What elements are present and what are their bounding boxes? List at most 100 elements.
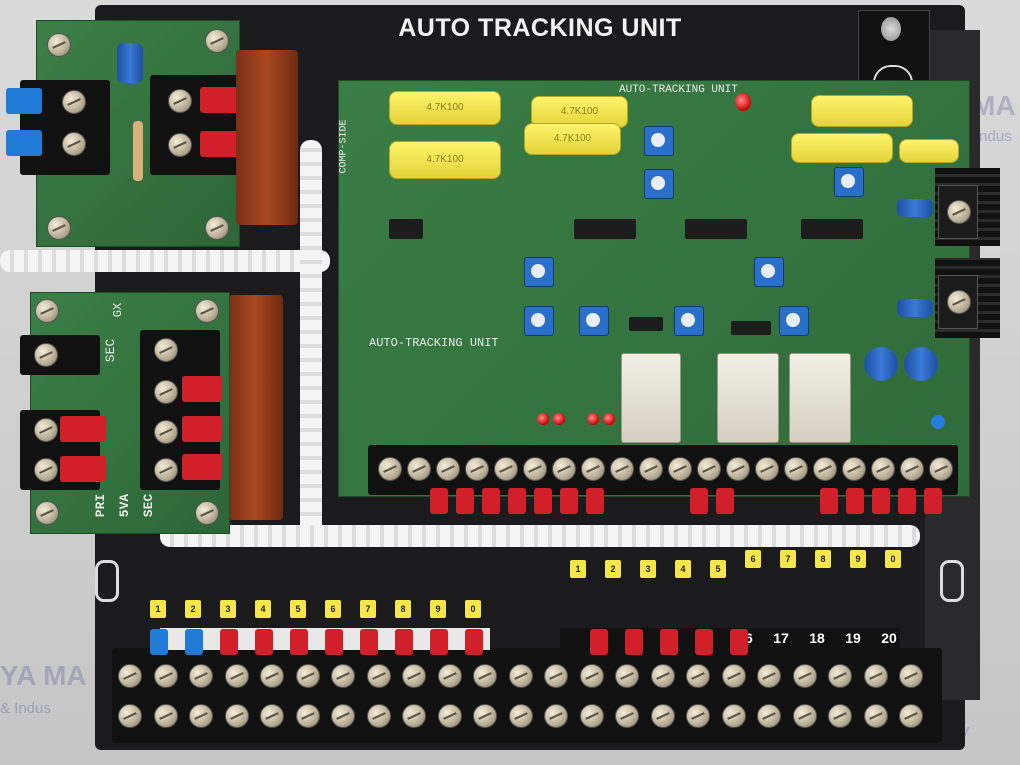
terminal-screw[interactable]	[34, 458, 58, 482]
terminal-screw[interactable]	[436, 457, 460, 481]
terminal-screw[interactable]	[639, 457, 663, 481]
terminal-screw[interactable]	[118, 704, 142, 728]
terminal-screw[interactable]	[34, 343, 58, 367]
terminal-screw[interactable]	[650, 704, 675, 728]
trim-potentiometer[interactable]	[834, 167, 864, 197]
terminal-screw[interactable]	[402, 704, 426, 728]
terminal-screw[interactable]	[189, 664, 213, 688]
trim-potentiometer[interactable]	[644, 126, 674, 156]
terminal-screw[interactable]	[579, 704, 604, 728]
terminal-screw[interactable]	[899, 664, 923, 688]
terminal-screw[interactable]	[686, 704, 710, 728]
film-capacitor: 4.7K100	[524, 123, 621, 155]
terminal-screw[interactable]	[792, 704, 817, 728]
trim-potentiometer[interactable]	[674, 306, 704, 336]
wire-marker-tag: 1	[570, 560, 586, 578]
terminal-screw[interactable]	[615, 704, 639, 728]
terminal-screw[interactable]	[34, 418, 58, 442]
terminal-screw[interactable]	[168, 89, 192, 113]
terminal-screw[interactable]	[366, 664, 391, 688]
terminal-screw[interactable]	[473, 704, 497, 728]
terminal-screw[interactable]	[260, 664, 284, 688]
terminal-screw[interactable]	[378, 457, 402, 481]
terminal-screw[interactable]	[650, 664, 675, 688]
terminal-screw[interactable]	[863, 664, 888, 688]
terminal-screw[interactable]	[544, 664, 568, 688]
terminal-screw[interactable]	[842, 457, 866, 481]
film-capacitor: 4.7K100	[531, 96, 628, 128]
wire-marker-tag: 5	[290, 600, 306, 618]
terminal-screw[interactable]	[755, 457, 779, 481]
trim-potentiometer[interactable]	[524, 257, 554, 287]
terminal-screw[interactable]	[721, 704, 746, 728]
terminal-screw[interactable]	[153, 704, 178, 728]
wire-harness	[160, 525, 920, 547]
terminal-screw[interactable]	[552, 457, 576, 481]
terminal-screw[interactable]	[168, 133, 192, 157]
terminal-screw[interactable]	[331, 704, 355, 728]
terminal-screw[interactable]	[757, 664, 781, 688]
terminal-screw[interactable]	[697, 457, 721, 481]
electrolytic-capacitor	[897, 299, 933, 317]
terminal-screw[interactable]	[331, 664, 355, 688]
film-capacitor: 4.7K100	[389, 141, 501, 179]
terminal-screw[interactable]	[581, 457, 605, 481]
terminal-screw[interactable]	[792, 664, 817, 688]
trim-potentiometer[interactable]	[524, 306, 554, 336]
terminal-screw[interactable]	[929, 457, 953, 481]
electrolytic-capacitor	[897, 199, 933, 217]
terminal-screw[interactable]	[871, 457, 895, 481]
terminal-screw[interactable]	[62, 90, 86, 114]
terminal-screw[interactable]	[62, 132, 86, 156]
terminal-screw[interactable]	[473, 664, 497, 688]
terminal-screw[interactable]	[508, 664, 533, 688]
trim-potentiometer[interactable]	[644, 169, 674, 199]
terminal-screw[interactable]	[494, 457, 518, 481]
terminal-screw[interactable]	[784, 457, 808, 481]
terminal-screw[interactable]	[402, 664, 426, 688]
terminal-screw[interactable]	[118, 664, 142, 688]
terminal-screw[interactable]	[523, 457, 547, 481]
watermark-left-small: & Indus	[0, 700, 51, 717]
terminal-screw[interactable]	[610, 457, 634, 481]
terminal-screw[interactable]	[757, 704, 781, 728]
trim-potentiometer[interactable]	[579, 306, 609, 336]
terminal-screw[interactable]	[900, 457, 924, 481]
red-wire-lug	[846, 488, 864, 514]
toggle-switch-knob[interactable]	[881, 17, 901, 41]
terminal-screw[interactable]	[154, 380, 178, 404]
terminal-screw[interactable]	[686, 664, 710, 688]
terminal-screw[interactable]	[407, 457, 431, 481]
terminal-screw[interactable]	[668, 457, 692, 481]
terminal-screw[interactable]	[726, 457, 750, 481]
terminal-screw[interactable]	[260, 704, 284, 728]
terminal-screw[interactable]	[544, 704, 568, 728]
red-wire-lug	[465, 629, 483, 655]
terminal-screw[interactable]	[366, 704, 391, 728]
terminal-screw[interactable]	[863, 704, 888, 728]
trim-potentiometer[interactable]	[754, 257, 784, 287]
terminal-screw[interactable]	[615, 664, 639, 688]
terminal-screw[interactable]	[828, 704, 852, 728]
wire-marker-tag: 2	[185, 600, 201, 618]
terminal-screw[interactable]	[437, 664, 462, 688]
trim-potentiometer[interactable]	[779, 306, 809, 336]
terminal-screw[interactable]	[224, 704, 249, 728]
terminal-screw[interactable]	[224, 664, 249, 688]
terminal-screw[interactable]	[465, 457, 489, 481]
terminal-screw[interactable]	[295, 664, 320, 688]
terminal-screw[interactable]	[813, 457, 837, 481]
terminal-screw[interactable]	[437, 704, 462, 728]
terminal-screw[interactable]	[154, 420, 178, 444]
terminal-screw[interactable]	[154, 458, 178, 482]
terminal-screw[interactable]	[899, 704, 923, 728]
terminal-screw[interactable]	[295, 704, 320, 728]
terminal-screw[interactable]	[189, 704, 213, 728]
terminal-screw[interactable]	[154, 338, 178, 362]
terminal-screw[interactable]	[579, 664, 604, 688]
terminal-screw[interactable]	[153, 664, 178, 688]
mounting-screw	[205, 29, 229, 53]
terminal-screw[interactable]	[508, 704, 533, 728]
terminal-screw[interactable]	[828, 664, 852, 688]
terminal-screw[interactable]	[721, 664, 746, 688]
